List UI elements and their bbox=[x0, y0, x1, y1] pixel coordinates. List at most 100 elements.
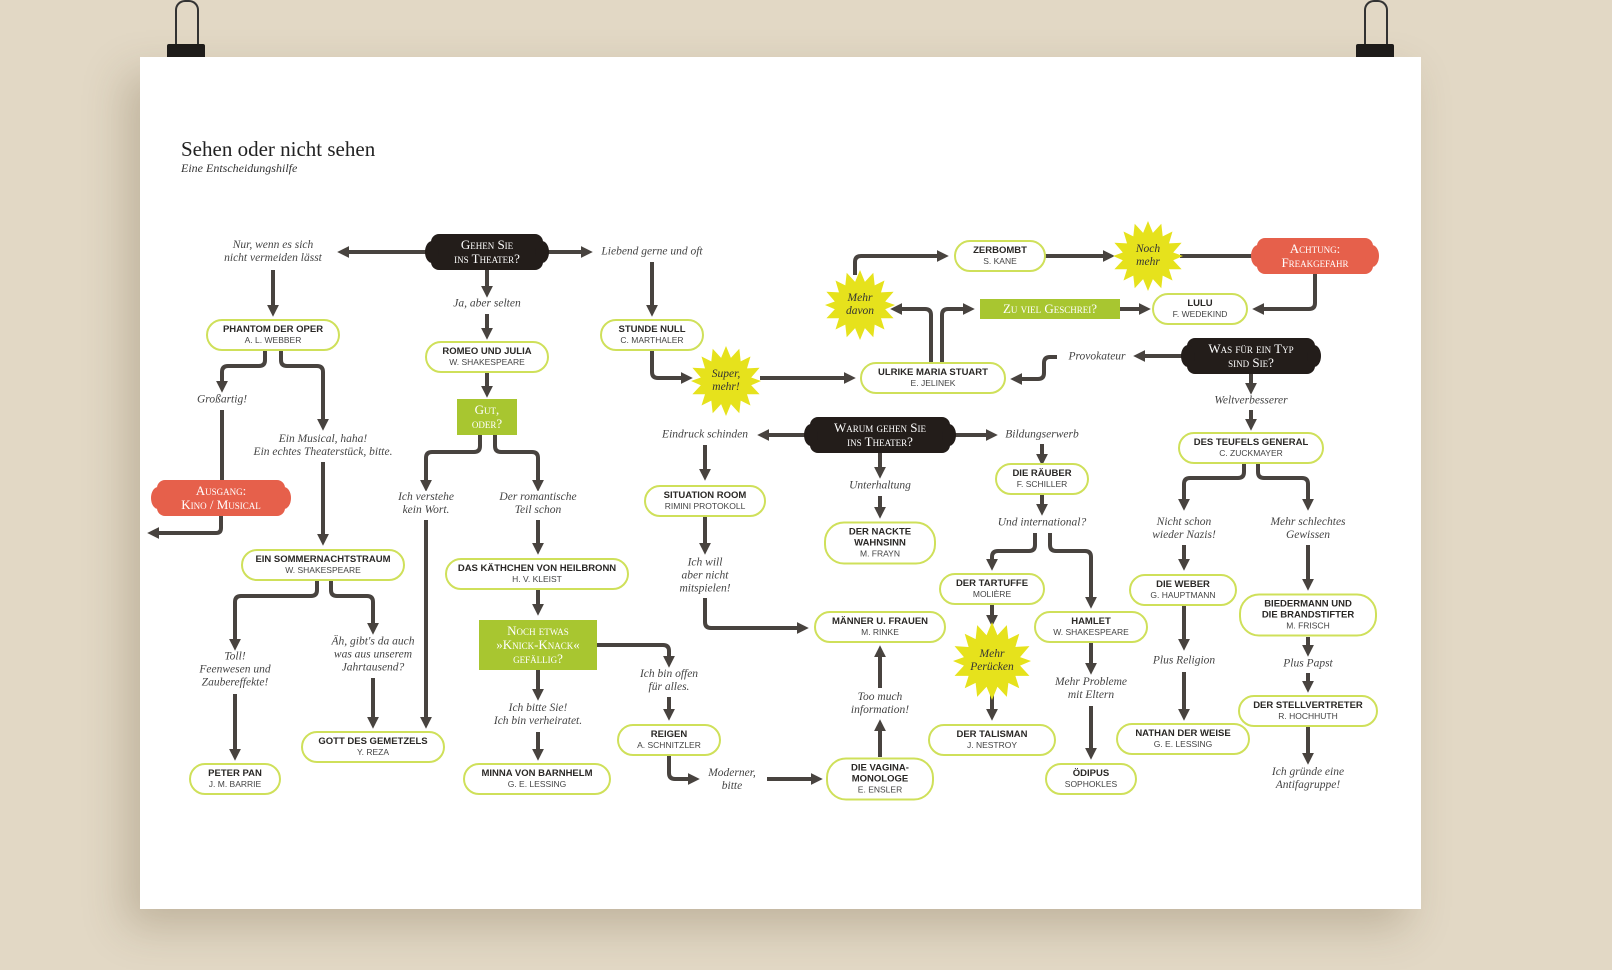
play-title: SITUATION ROOM bbox=[663, 490, 747, 501]
play-author: SOPHOKLES bbox=[1064, 779, 1118, 789]
arrow bbox=[493, 434, 544, 492]
arrow bbox=[1256, 462, 1314, 511]
question-typ: Was für ein Typ sind Sie? bbox=[1187, 338, 1315, 374]
play-title: EIN SOMMERNACHTSTRAUM bbox=[255, 554, 391, 565]
label-bildung: Bildungserwerb bbox=[1005, 428, 1079, 442]
label-gewissen: Mehr schlechtes Gewissen bbox=[1270, 516, 1346, 542]
label-unterhaltung: Unterhaltung bbox=[849, 479, 911, 493]
arrow bbox=[940, 303, 975, 364]
star-peruecken: Mehr Perücken bbox=[953, 622, 1031, 700]
arrow bbox=[1252, 272, 1317, 315]
play-title: DIE RÄUBER bbox=[1012, 468, 1072, 479]
play-author: MOLIÈRE bbox=[972, 589, 1012, 599]
arrow bbox=[650, 349, 693, 384]
arrow bbox=[216, 349, 267, 393]
play-title: BIEDERMANN UND DIE BRANDSTIFTER bbox=[1261, 598, 1355, 621]
play-title: DER TALISMAN bbox=[956, 729, 1028, 740]
play-author: C. MARTHALER bbox=[620, 335, 684, 345]
play-author: F. SCHILLER bbox=[1016, 479, 1068, 489]
arrow bbox=[853, 250, 949, 275]
play-author: E. ENSLER bbox=[857, 784, 903, 795]
play-title: HAMLET bbox=[1071, 616, 1111, 627]
play-author: H. V. KLEIST bbox=[512, 574, 562, 584]
play-author: G. E. LESSING bbox=[507, 779, 567, 789]
decision-gut: Gut, oder? bbox=[457, 399, 517, 435]
play-title: MÄNNER U. FRAUEN bbox=[831, 616, 929, 627]
play-author: Y. REZA bbox=[357, 747, 389, 757]
poster-title: Sehen oder nicht sehen bbox=[181, 137, 376, 161]
label-moderner: Moderner, bitte bbox=[708, 767, 756, 793]
exit-ausgang: Ausgang: Kino / Musical bbox=[157, 480, 285, 516]
label-eindruck: Eindruck schinden bbox=[662, 428, 748, 442]
decision-geschrei: Zu viel Geschrei? bbox=[980, 299, 1120, 319]
play-author: W. SHAKESPEARE bbox=[1053, 627, 1129, 637]
play-title: DER STELLVERTRETER bbox=[1253, 700, 1363, 711]
arrow bbox=[229, 580, 319, 651]
label-religion: Plus Religion bbox=[1152, 654, 1216, 668]
arrow bbox=[667, 755, 700, 785]
arrow bbox=[890, 303, 933, 364]
label-international: Und international? bbox=[997, 516, 1087, 530]
label-too-much: Too much information! bbox=[850, 691, 910, 717]
play-author: M. RINKE bbox=[861, 627, 899, 637]
label-papst: Plus Papst bbox=[1283, 657, 1333, 671]
play-author: G. E. LESSING bbox=[1153, 739, 1213, 749]
play-title: PHANTOM DER OPER bbox=[222, 324, 324, 335]
arrow bbox=[986, 533, 1037, 571]
play-author: M. FRAYN bbox=[860, 548, 900, 559]
arrow bbox=[147, 513, 223, 539]
arrow bbox=[329, 580, 379, 635]
play-author: G. HAUPTMANN bbox=[1150, 590, 1216, 600]
label-musical: Ein Musical, haha! Ein echtes Theaterstü… bbox=[253, 433, 393, 459]
arrow bbox=[1010, 355, 1057, 385]
arrow bbox=[279, 349, 329, 431]
label-provokateur: Provokateur bbox=[1068, 350, 1126, 364]
decision-knick-knack: Noch etwas »Knick-Knack« gefällig? bbox=[479, 620, 597, 670]
play-title: DER NACKTE WAHNSINN bbox=[848, 526, 912, 549]
play-title: DES TEUFELS GENERAL bbox=[1193, 437, 1309, 448]
play-title: NATHAN DER WEISE bbox=[1135, 728, 1231, 739]
arrow bbox=[1048, 533, 1097, 609]
arrow bbox=[420, 434, 482, 492]
play-author: M. FRISCH bbox=[1286, 620, 1330, 631]
label-toll: Toll! Feenwesen und Zaubereffekte! bbox=[199, 650, 271, 690]
star-mehr-davon: Mehr davon bbox=[825, 270, 895, 340]
play-title: DER TARTUFFE bbox=[955, 578, 1029, 589]
play-author: A. SCHNITZLER bbox=[637, 740, 701, 750]
play-title: REIGEN bbox=[650, 729, 688, 740]
poster-subtitle: Eine Entscheidungshilfe bbox=[181, 161, 298, 175]
label-verstehe: Ich verstehe kein Wort. bbox=[398, 491, 454, 517]
exit-achtung: Achtung: Freakgefahr bbox=[1257, 238, 1373, 274]
play-title: DIE VAGINA- MONOLOGE bbox=[851, 762, 909, 785]
play-title: DAS KÄTHCHEN VON HEILBRONN bbox=[457, 563, 617, 574]
label-offen: Ich bin offen für alles. bbox=[639, 668, 699, 694]
label-bitte-sie: Ich bitte Sie! Ich bin verheiratet. bbox=[493, 702, 583, 728]
label-liebend: Liebend gerne und oft bbox=[601, 245, 703, 259]
play-title: ROMEO UND JULIA bbox=[442, 346, 532, 357]
label-aeh: Äh, gibt's da auch was aus unserem Jahrt… bbox=[331, 635, 415, 675]
play-title: ÖDIPUS bbox=[1072, 768, 1110, 779]
play-author: R. HOCHHUTH bbox=[1278, 711, 1338, 721]
